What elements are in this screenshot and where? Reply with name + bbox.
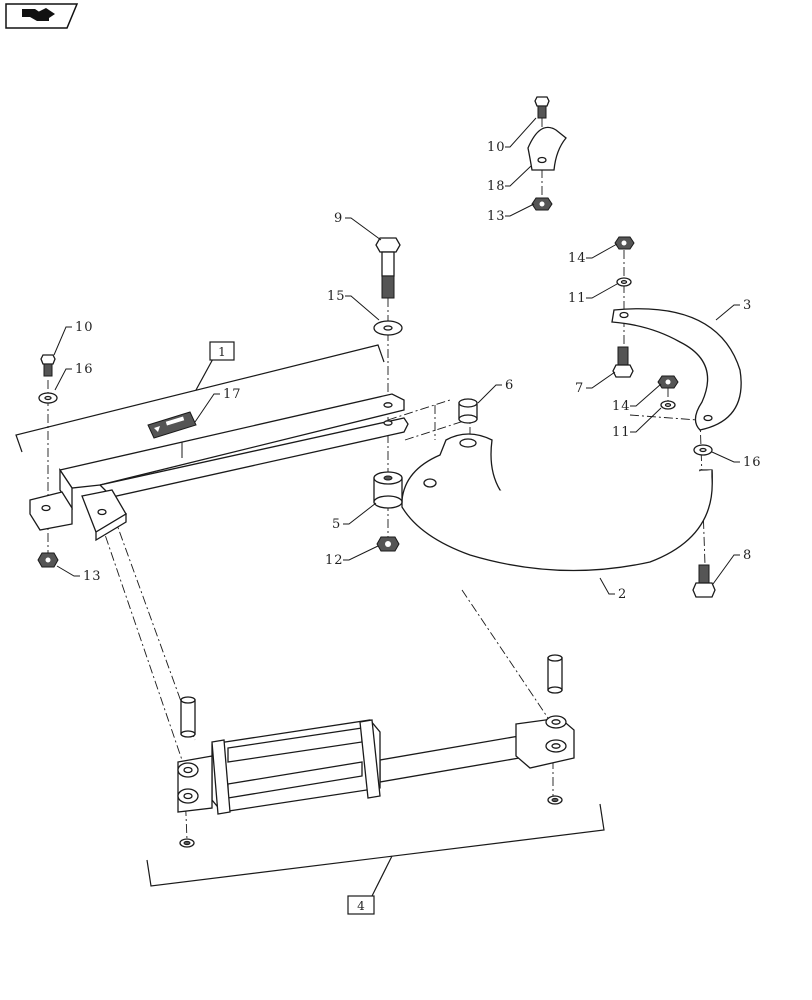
washer-part-11-right — [660, 400, 676, 410]
callout-7: 7 — [575, 381, 584, 396]
pin-right — [547, 654, 563, 694]
callout-11-top: 11 — [568, 291, 587, 306]
callout-13-left: 13 — [83, 569, 102, 584]
washer-part-11-top — [616, 277, 632, 287]
hydraulic-cylinder — [177, 715, 575, 815]
retaining-ring-right — [547, 795, 563, 805]
washer-part-16-left — [38, 392, 58, 404]
retaining-ring-left — [179, 838, 195, 848]
callout-17: 17 — [223, 387, 242, 402]
nut-part-12 — [376, 536, 400, 552]
danger-decal-part-17 — [147, 411, 197, 439]
callout-15: 15 — [327, 289, 346, 304]
nut-part-14-right — [657, 375, 679, 389]
callout-14-top: 14 — [568, 251, 587, 266]
crescent-plate-part-3 — [611, 308, 742, 431]
callout-16-left: 16 — [75, 362, 94, 377]
callout-10-top: 10 — [487, 140, 506, 155]
callout-2: 2 — [618, 587, 627, 602]
assembly-label-4: 4 — [357, 899, 365, 913]
callout-13-top: 13 — [487, 209, 506, 224]
pin-left — [180, 696, 196, 738]
parts-catalog-arrow-icon[interactable] — [5, 3, 79, 29]
washer-part-15 — [373, 320, 403, 336]
callout-14-right: 14 — [612, 399, 631, 414]
bolt-part-8 — [692, 564, 716, 598]
bolt-part-9 — [375, 237, 401, 299]
mounting-plate-part-2 — [401, 433, 713, 572]
bolt-part-10-top — [534, 96, 550, 119]
callout-leaders — [53, 117, 740, 595]
bracket-channel — [29, 393, 409, 542]
callout-10-left: 10 — [75, 320, 94, 335]
assembly-label-1: 1 — [218, 345, 226, 359]
callout-3: 3 — [743, 298, 752, 313]
callout-9: 9 — [334, 211, 343, 226]
callout-12: 12 — [325, 553, 344, 568]
nut-part-13-top — [531, 197, 553, 211]
nut-part-14-top — [614, 236, 635, 250]
clamp-part-18 — [527, 126, 567, 171]
callout-18: 18 — [487, 179, 506, 194]
callout-11-right: 11 — [612, 425, 631, 440]
spacer-part-5 — [373, 471, 403, 509]
callout-8: 8 — [743, 548, 752, 563]
spacer-part-6 — [458, 398, 478, 424]
nut-part-13-left — [37, 552, 59, 568]
assembly-bracket-4 — [146, 803, 605, 915]
assembly-bracket-1 — [15, 341, 385, 453]
washer-part-16-right — [693, 444, 713, 456]
callout-6: 6 — [505, 378, 514, 393]
bolt-part-7 — [612, 346, 634, 378]
callout-5: 5 — [332, 517, 341, 532]
callout-16-right: 16 — [743, 455, 762, 470]
bolt-part-10-left — [40, 354, 56, 377]
